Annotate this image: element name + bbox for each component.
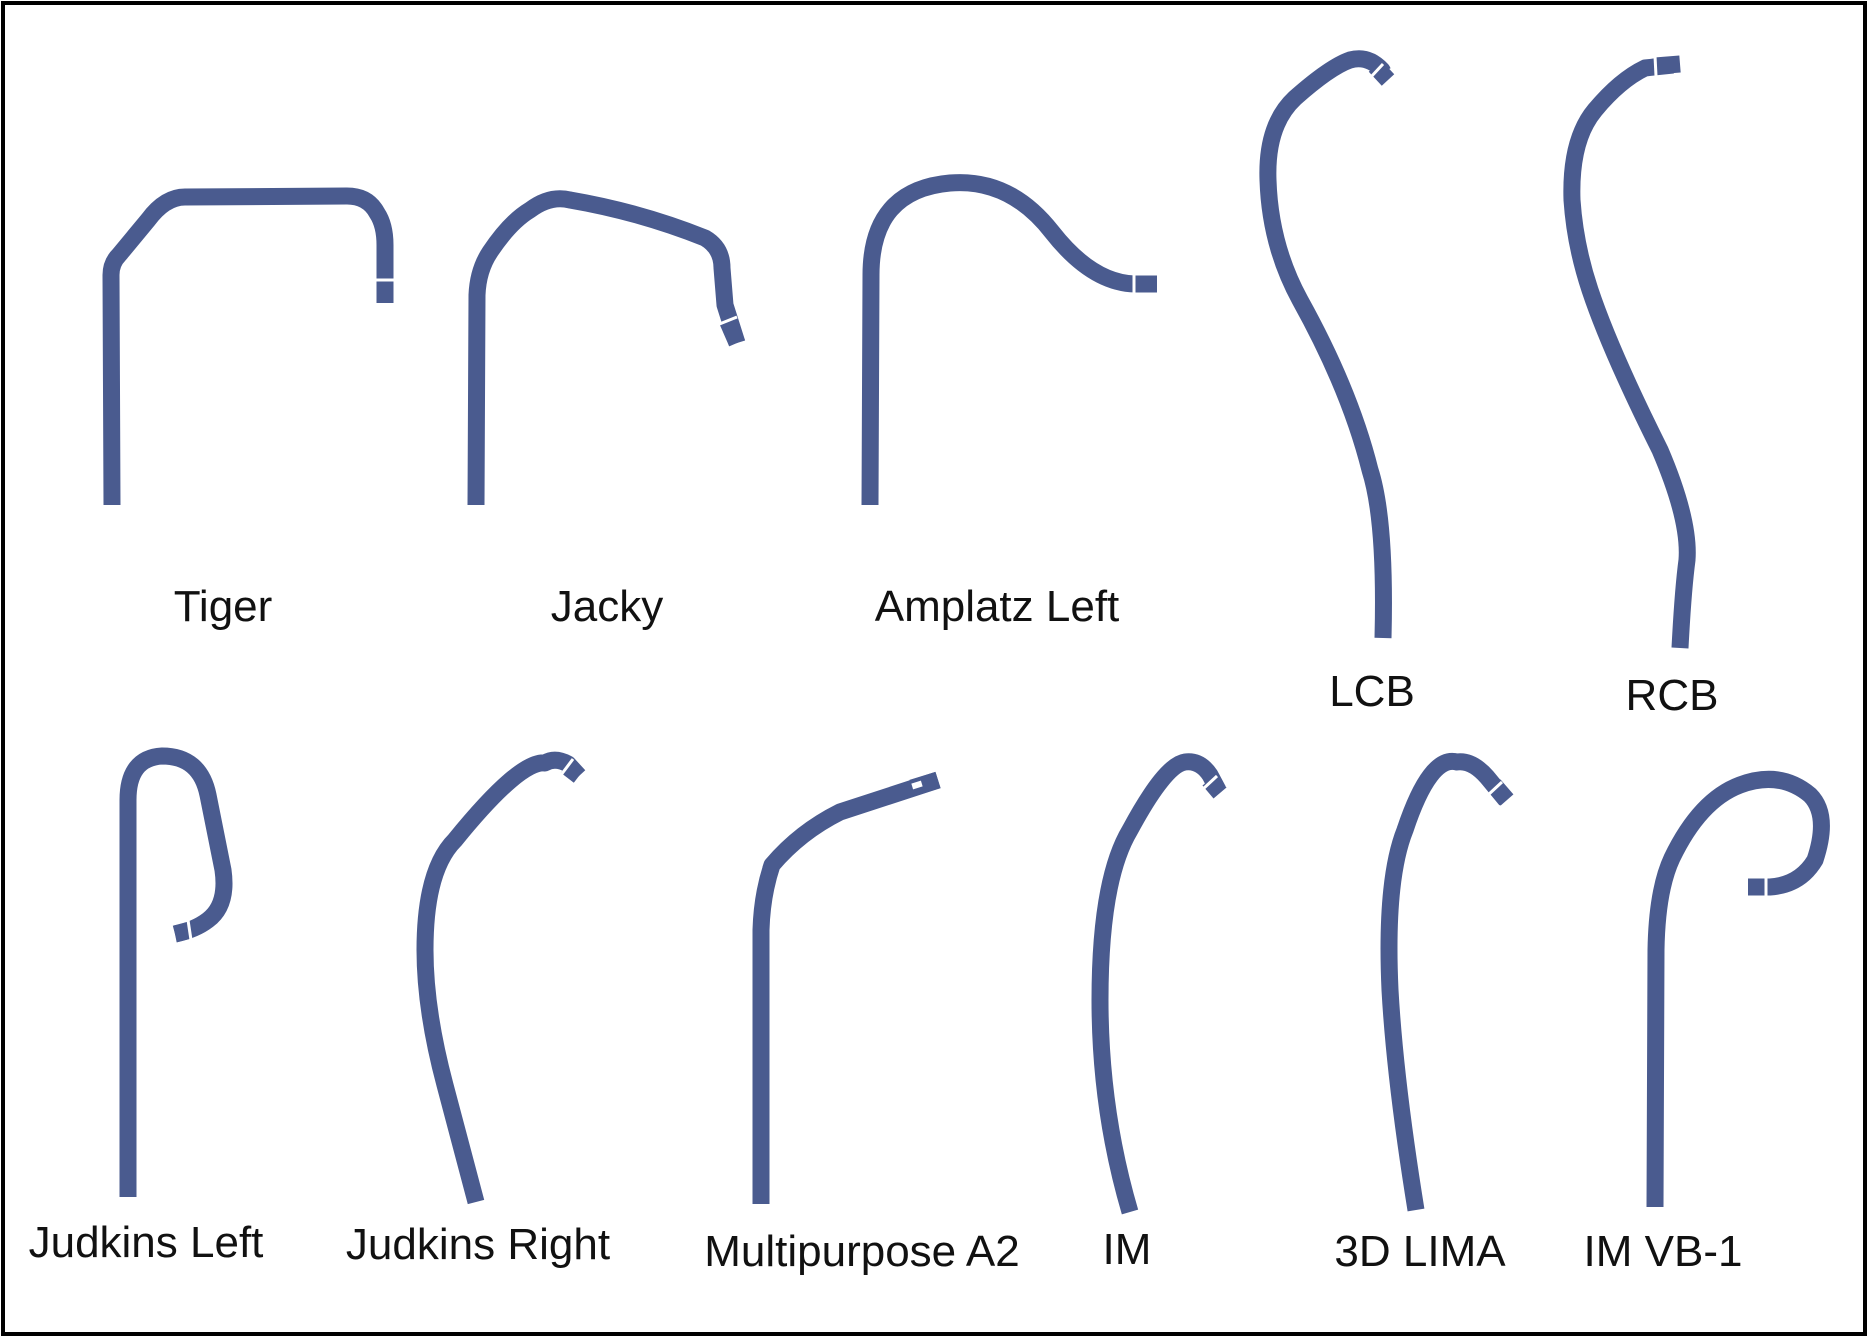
catheter-judkins-right-tip-marker: [559, 758, 575, 776]
catheter-im-vb-1: IM VB-1: [1584, 770, 1830, 1276]
catheter-judkins-right-label: Judkins Right: [346, 1220, 610, 1269]
catheter-judkins-left: Judkins Left: [29, 747, 264, 1267]
catheter-amplatz-left-label: Amplatz Left: [875, 582, 1120, 631]
catheter-rcb-shape: [1563, 56, 1696, 649]
catheter-tiger-label: Tiger: [174, 582, 273, 631]
catheter-lcb-label: LCB: [1329, 667, 1415, 716]
catheter-lcb-tip-marker: [1368, 62, 1385, 80]
catheter-rcb-tip: [1654, 55, 1681, 75]
catheter-jacky-label: Jacky: [551, 582, 663, 631]
catheter-amplatz-left-shape: [861, 174, 1157, 506]
catheter-3d-lima: 3D LIMA: [1334, 752, 1514, 1276]
catheter-judkins-right-shape: [416, 751, 586, 1205]
catheter-jacky: Jacky: [467, 190, 746, 631]
catheter-lcb-shape: [1259, 50, 1392, 639]
catheter-jacky-tip-marker: [716, 315, 738, 327]
catheter-3d-lima-label: 3D LIMA: [1334, 1227, 1506, 1276]
catheter-jacky-shape: [467, 190, 746, 506]
catheter-amplatz-left: Amplatz Left: [861, 174, 1157, 631]
catheter-judkins-left-tip-marker: [186, 919, 193, 941]
catheter-im-vb-1-shape: [1646, 770, 1830, 1208]
catheter-rcb-tip-marker: [1653, 55, 1658, 77]
catheter-multipurpose-a2-shape: [752, 771, 941, 1204]
catheter-lcb: LCB: [1259, 50, 1415, 716]
catheter-judkins-left-tip: [172, 921, 193, 943]
catheter-multipurpose-a2-label: Multipurpose A2: [704, 1227, 1020, 1276]
catheter-judkins-left-shape: [119, 747, 233, 1197]
catheter-tiger: Tiger: [102, 187, 395, 631]
catheter-judkins-right: Judkins Right: [346, 751, 610, 1269]
catheter-im-vb-1-label: IM VB-1: [1584, 1227, 1743, 1276]
catheter-im-shape: [1091, 753, 1226, 1215]
catheter-lcb-tip: [1368, 60, 1395, 86]
catheter-multipurpose-a2: Multipurpose A2: [704, 771, 1020, 1276]
catheter-3d-lima-tip-marker: [1486, 780, 1504, 797]
catheter-judkins-left-label: Judkins Left: [29, 1218, 264, 1267]
catheter-im-tip-marker: [1201, 774, 1219, 791]
catheter-tiger-shape: [102, 187, 394, 506]
catheter-jacky-tip: [719, 316, 745, 347]
catheter-multipurpose-a2-tip-marker: [911, 780, 923, 790]
catheter-rcb-label: RCB: [1626, 671, 1719, 720]
catheter-3d-lima-shape: [1380, 752, 1513, 1212]
catheter-im-label: IM: [1103, 1225, 1152, 1274]
catheter-im: IM: [1091, 753, 1227, 1274]
catheter-rcb: RCB: [1563, 55, 1719, 720]
